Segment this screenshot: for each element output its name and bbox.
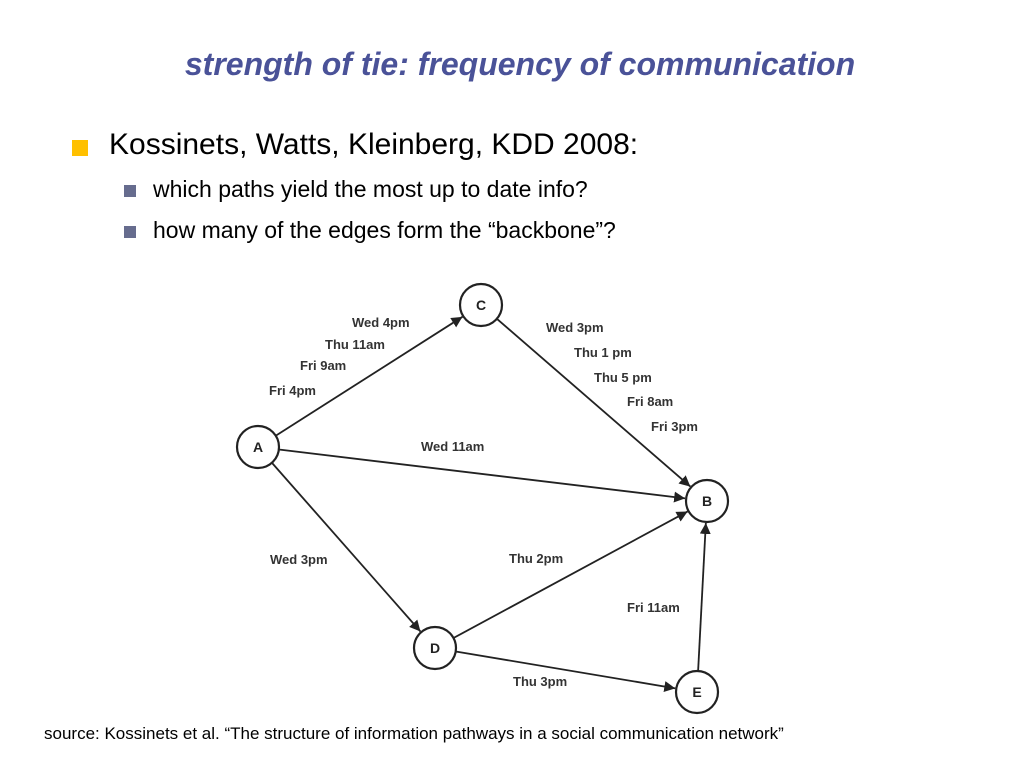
node-label: B xyxy=(702,493,712,509)
node-a: A xyxy=(235,424,281,470)
edge-time-label: Wed 11am xyxy=(421,439,484,454)
main-bullet-text: Kossinets, Watts, Kleinberg, KDD 2008: xyxy=(109,128,639,161)
edge-d-b xyxy=(453,510,689,639)
node-circle xyxy=(458,282,504,328)
edge-time-label: Thu 11am xyxy=(325,337,385,352)
edge-time-label: Thu 1 pm xyxy=(574,345,632,360)
source-citation: source: Kossinets et al. “The structure … xyxy=(44,724,784,743)
node-circle xyxy=(684,478,730,524)
node-e: E xyxy=(674,669,720,715)
edge-time-label: Fri 4pm xyxy=(269,383,316,398)
edge-time-label: Fri 9am xyxy=(300,358,346,373)
slide-title: strength of tie: frequency of communicat… xyxy=(184,46,856,82)
edge-c-b xyxy=(496,318,691,488)
node-circle xyxy=(674,669,720,715)
sub-bullet-square-icon xyxy=(124,185,136,197)
node-c: C xyxy=(458,282,504,328)
node-label: A xyxy=(253,439,263,455)
edge-a-d xyxy=(271,462,422,633)
node-circle xyxy=(235,424,281,470)
edge-time-label: Fri 3pm xyxy=(651,419,698,434)
edge-a-c xyxy=(275,316,463,437)
sub-bullet-square-icon xyxy=(124,226,136,238)
node-label: D xyxy=(430,640,440,656)
edge-time-label: Thu 5 pm xyxy=(594,370,652,385)
node-d: D xyxy=(412,625,458,671)
bullet-square-icon xyxy=(72,140,88,156)
node-label: E xyxy=(692,684,701,700)
edge-time-label: Wed 3pm xyxy=(270,552,328,567)
sub-bullet-paths: which paths yield the most up to date in… xyxy=(124,176,588,203)
sub-bullet-text: how many of the edges form the “backbone… xyxy=(153,217,616,243)
edge-time-label: Fri 8am xyxy=(627,394,673,409)
edge-a-b xyxy=(278,448,686,503)
sub-bullet-text: which paths yield the most up to date in… xyxy=(153,176,588,202)
node-label: C xyxy=(476,297,486,313)
edge-time-label: Fri 11am xyxy=(627,600,680,615)
node-b: B xyxy=(684,478,730,524)
edge-time-label: Wed 4pm xyxy=(352,315,410,330)
sub-bullet-backbone: how many of the edges form the “backbone… xyxy=(124,217,616,244)
node-circle xyxy=(412,625,458,671)
edge-time-label: Thu 2pm xyxy=(509,551,563,566)
edge-d-e xyxy=(455,650,676,692)
edge-time-label: Thu 3pm xyxy=(513,674,567,689)
edge-time-label: Wed 3pm xyxy=(546,320,604,335)
main-bullet: Kossinets, Watts, Kleinberg, KDD 2008: xyxy=(72,128,638,162)
edge-e-b xyxy=(697,522,711,672)
